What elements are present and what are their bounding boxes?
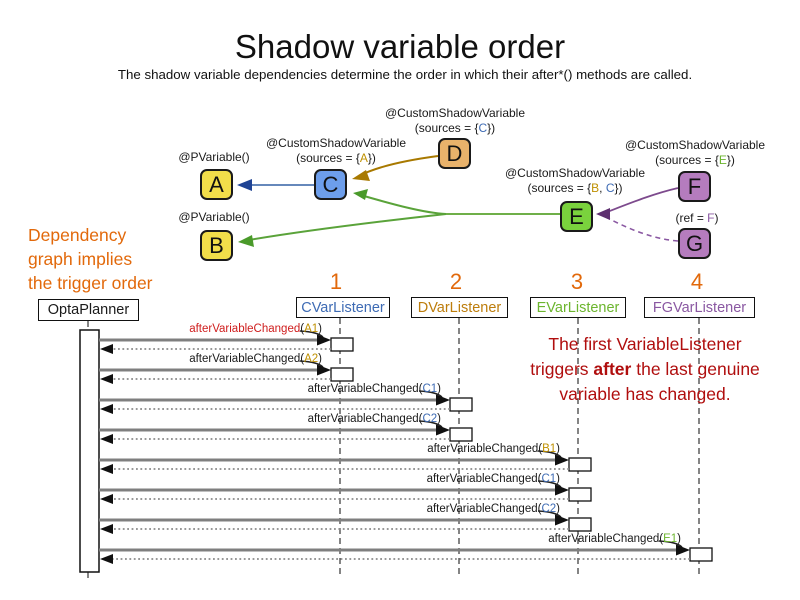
- annotation-g: (ref = F): [675, 211, 719, 225]
- arrow-c-to-a: [237, 179, 314, 191]
- message-3-arrows: [99, 390, 473, 414]
- actor-optaplanner: OptaPlanner: [38, 299, 139, 321]
- message-2-arrows: [99, 360, 354, 384]
- sequence-note: The first VariableListener triggers afte…: [530, 334, 760, 404]
- message-label-6: afterVariableChanged(C1): [426, 473, 560, 485]
- actor-cvarlistener: CVarListener: [296, 297, 390, 318]
- message-label-7: afterVariableChanged(C2): [426, 503, 560, 515]
- node-b: B: [200, 230, 233, 261]
- node-a: A: [200, 169, 233, 200]
- message-label-1: afterVariableChanged(A1): [189, 323, 322, 335]
- actor-dvarlistener: DVarListener: [411, 297, 508, 318]
- optaplanner-activation-bar: [79, 329, 100, 573]
- order-number-1: 1: [329, 269, 343, 294]
- message-8-arrows: [99, 540, 713, 564]
- annotation-f: @CustomShadowVariable (sources = {E}): [624, 138, 766, 167]
- message-label-3: afterVariableChanged(C1): [307, 383, 441, 395]
- message-6-arrows: [99, 480, 592, 504]
- node-f: F: [678, 171, 711, 202]
- arrow-d-to-c: [352, 155, 439, 181]
- arrow-f-g-to-e: [596, 187, 679, 242]
- message-label-8: afterVariableChanged(E1): [548, 533, 681, 545]
- annotation-a: @PVariable(): [178, 150, 250, 164]
- graph-caption: Dependency graph implies the trigger ord…: [28, 225, 153, 293]
- message-7-arrows: [99, 510, 592, 534]
- actor-evarlistener: EVarListener: [530, 297, 626, 318]
- node-c: C: [314, 169, 347, 200]
- message-label-4: afterVariableChanged(C2): [307, 413, 441, 425]
- arrow-e-to-c-and-b: [238, 189, 560, 247]
- annotation-c: @CustomShadowVariable (sources = {A}): [265, 136, 407, 165]
- node-e: E: [560, 201, 593, 232]
- order-number-4: 4: [690, 269, 704, 294]
- page-subtitle: The shadow variable dependencies determi…: [117, 67, 693, 82]
- node-g: G: [678, 228, 711, 259]
- message-label-5: afterVariableChanged(B1): [427, 443, 560, 455]
- order-number-3: 3: [570, 269, 584, 294]
- actor-fgvarlistener: FGVarListener: [644, 297, 755, 318]
- annotation-e: @CustomShadowVariable (sources = {B, C}): [504, 166, 646, 195]
- message-4-arrows: [99, 420, 473, 444]
- message-label-2: afterVariableChanged(A2): [189, 353, 322, 365]
- node-d: D: [438, 138, 471, 169]
- annotation-d: @CustomShadowVariable (sources = {C}): [384, 106, 526, 135]
- annotation-b: @PVariable(): [178, 210, 250, 224]
- message-1-arrows: [99, 330, 354, 354]
- order-number-2: 2: [449, 269, 463, 294]
- page-title: Shadow variable order: [234, 28, 566, 65]
- message-5-arrows: [99, 450, 592, 474]
- lifelines: [87, 318, 700, 581]
